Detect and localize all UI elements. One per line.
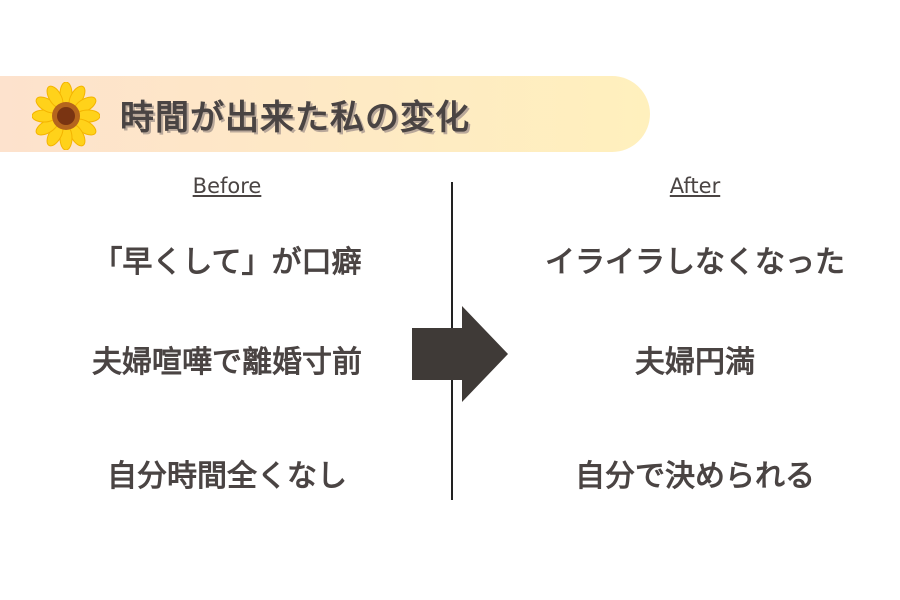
after-item: イライラしなくなった bbox=[545, 245, 845, 280]
after-item: 自分で決められる bbox=[575, 459, 815, 494]
title-banner bbox=[0, 76, 650, 152]
before-item: 「早くして」が口癖 bbox=[92, 245, 362, 280]
sunflower-icon bbox=[32, 82, 100, 150]
before-item: 夫婦喧嘩で離婚寸前 bbox=[92, 345, 362, 380]
before-item: 自分時間全くなし bbox=[107, 459, 347, 494]
after-header: After bbox=[669, 174, 721, 198]
after-item: 夫婦円満 bbox=[635, 345, 755, 380]
before-header: Before bbox=[192, 174, 262, 198]
right-arrow-icon bbox=[412, 306, 508, 402]
page-title: 時間が出来た私の変化 bbox=[120, 98, 470, 138]
